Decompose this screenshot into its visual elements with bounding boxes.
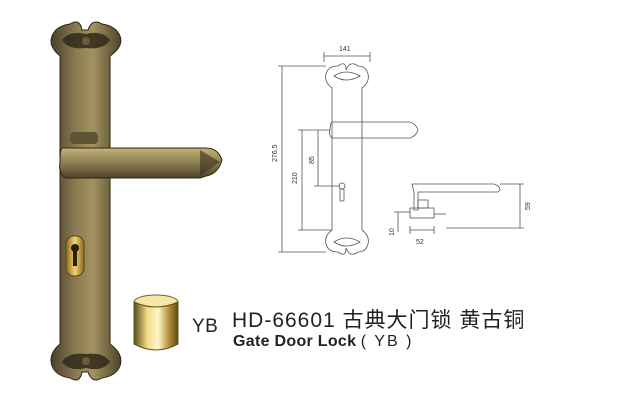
product-title: HD-66601 古典大门锁 黄古铜: [232, 309, 526, 332]
dim-rose-depth: 10: [389, 228, 396, 236]
lever-rose: [70, 132, 98, 144]
product-finish-code: ( YB ): [360, 333, 414, 350]
lever-tip: [200, 150, 220, 176]
side-view-lever: [411, 183, 501, 211]
front-view-key-slot: [339, 188, 345, 202]
dim-center-distance: 85: [309, 156, 316, 164]
finish-sample-body: [133, 301, 179, 351]
lever-handle: [59, 147, 223, 179]
finish-code-label: YB: [192, 316, 219, 337]
front-view-plate: [325, 63, 369, 255]
ornament-top-knot: [82, 37, 90, 45]
dim-total-height: 276.5: [272, 144, 279, 162]
front-view-lever: [328, 121, 419, 139]
lock-photo: [50, 21, 223, 381]
front-view-ornament-bottom: [333, 237, 361, 247]
keyhole-slot: [73, 250, 77, 266]
ornament-bottom-knot: [82, 357, 90, 365]
product-subtitle: Gate Door Lock ( YB ): [233, 333, 413, 351]
dim-handle-to-bottom: 210: [292, 172, 299, 184]
front-view-ornament-top: [333, 71, 361, 81]
dim-width: 141: [339, 46, 351, 53]
lock-plate: [50, 21, 122, 381]
dim-projection: 59: [525, 202, 532, 210]
dim-rose-width: 52: [416, 239, 424, 246]
product-name-en: Gate Door Lock: [233, 333, 357, 350]
side-view-neck: [417, 199, 429, 209]
